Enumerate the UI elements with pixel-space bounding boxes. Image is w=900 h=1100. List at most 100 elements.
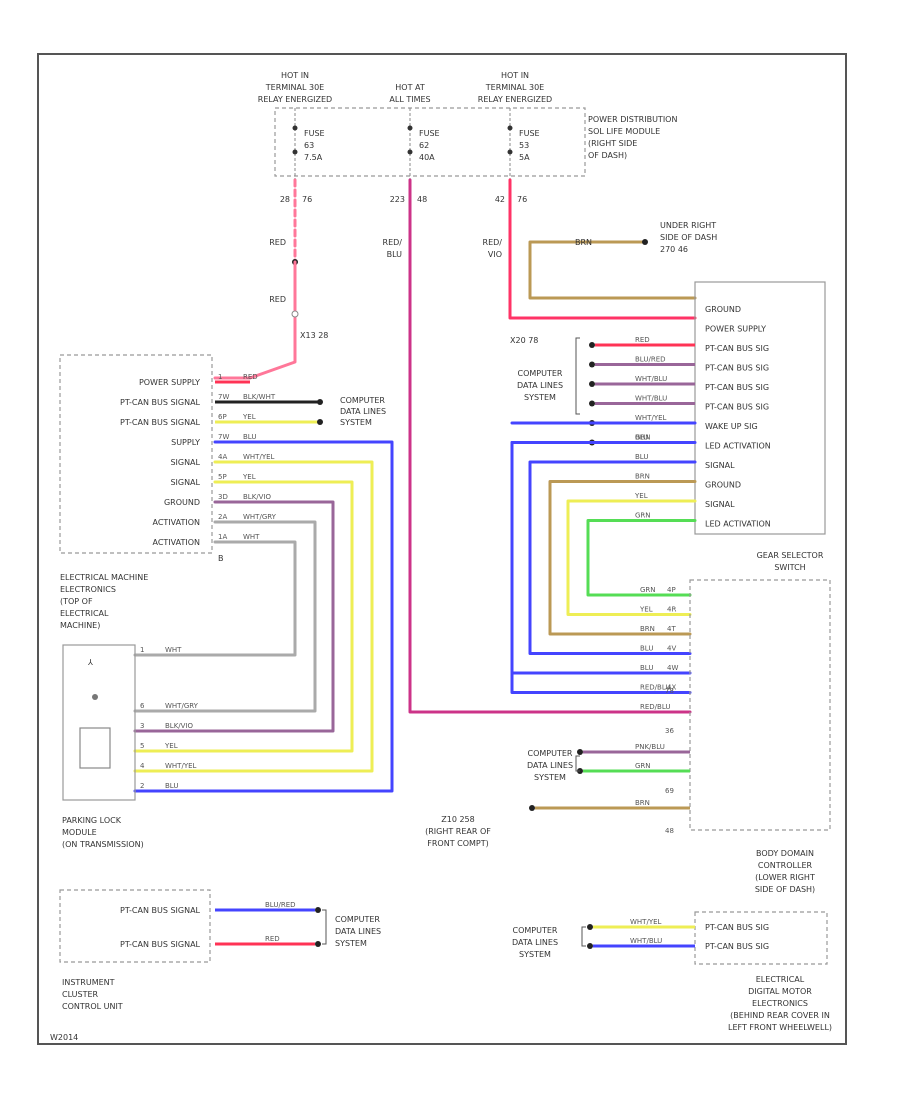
bdc-wire-label: PNK/BLU: [635, 743, 665, 751]
svg-text:(TOP OF: (TOP OF: [60, 597, 93, 606]
cdl-ic-label: COMPUTER DATA LINES SYSTEM: [335, 915, 381, 948]
label-x20: X20 78: [510, 336, 538, 345]
eme-pin-label: ACTIVATION: [152, 518, 200, 527]
svg-text:ELECTRICAL: ELECTRICAL: [756, 975, 805, 984]
gear-selector-loop-wire: [548, 480, 697, 636]
svg-text:MACHINE): MACHINE): [60, 621, 100, 630]
svg-text:(ON TRANSMISSION): (ON TRANSMISSION): [62, 840, 144, 849]
connector-dot: [589, 381, 595, 387]
svg-text:ELECTRICAL: ELECTRICAL: [60, 609, 109, 618]
svg-text:TERMINAL 30E: TERMINAL 30E: [265, 83, 324, 92]
gear-selector-pin-label: SIGNAL: [705, 500, 735, 509]
gear-selector-lower-pin: 4P: [667, 586, 676, 594]
svg-text:ELECTRONICS: ELECTRONICS: [60, 585, 116, 594]
gear-selector-lower-wire-label: BLU: [640, 664, 653, 672]
svg-text:DIGITAL MOTOR: DIGITAL MOTOR: [748, 987, 812, 996]
svg-text:HOT IN: HOT IN: [281, 71, 309, 80]
eme-pin-label: SIGNAL: [170, 458, 200, 467]
plm-pin-number: 2: [140, 782, 144, 790]
bdc-pin-number: 78: [665, 687, 674, 695]
svg-text:RELAY ENERGIZED: RELAY ENERGIZED: [478, 95, 552, 104]
gear-selector-lower-wire-label: YEL: [639, 606, 653, 614]
power-distribution-label: POWER DISTRIBUTION SOL LIFE MODULE (RIGH…: [588, 115, 677, 160]
gear-selector-loop-wire: [510, 441, 692, 694]
svg-text:DATA LINES: DATA LINES: [527, 761, 573, 770]
eme-title: ELECTRICAL MACHINE ELECTRONICS (TOP OF E…: [60, 573, 148, 630]
svg-text:DATA LINES: DATA LINES: [340, 407, 386, 416]
svg-text:HOT AT: HOT AT: [395, 83, 425, 92]
gear-selector-pin-label: PT-CAN BUS SIG: [705, 344, 769, 353]
cdl-bottom-label: COMPUTER DATA LINES SYSTEM: [527, 749, 573, 782]
bdc-wire-label: BRN: [635, 799, 650, 807]
gear-selector-lower-pin: 4X: [667, 684, 676, 692]
icu-pin-label: PT-CAN BUS SIGNAL: [120, 906, 201, 915]
diagram-frame: [37, 53, 847, 1045]
motor-symbol: [79, 727, 111, 769]
eme-pin-label: PT-CAN BUS SIGNAL: [120, 418, 201, 427]
gear-selector-lower-wire-label: BLU: [640, 645, 653, 653]
ground-label: UNDER RIGHT SIDE OF DASH 270 46: [660, 221, 717, 254]
eme-wire-label: BLU: [243, 433, 256, 441]
svg-text:40A: 40A: [419, 153, 435, 162]
eme-wire-label: WHT/GRY: [243, 513, 277, 521]
svg-text:(RIGHT REAR OF: (RIGHT REAR OF: [425, 827, 491, 836]
gear-selector-wire-label: BLU/RED: [635, 356, 666, 364]
svg-text:FUSE: FUSE: [304, 129, 325, 138]
connector-dot: [577, 749, 583, 755]
plm-pin-number: 3: [140, 722, 144, 730]
fuse-pin-c1: 42: [495, 195, 505, 204]
svg-text:COMPUTER: COMPUTER: [513, 926, 558, 935]
power-distribution-box: [274, 107, 586, 177]
emd-pin-label: PT-CAN BUS SIG: [705, 942, 769, 951]
connector-dot: [315, 907, 321, 913]
plm-pin-number: 6: [140, 702, 145, 710]
svg-text:53: 53: [519, 141, 529, 150]
source-hot-in-1: HOT IN TERMINAL 30E RELAY ENERGIZED: [258, 71, 332, 104]
fuse-pin-b2: 48: [417, 195, 427, 204]
gear-selector-wire-label: WHT/BLU: [635, 375, 667, 383]
plm-sensor-symbol: ⅄: [87, 658, 93, 667]
icu-wire-label: RED: [265, 935, 280, 943]
eme-to-plm-wire: [133, 460, 374, 773]
svg-text:PARKING LOCK: PARKING LOCK: [62, 816, 122, 825]
emd-wire-label: WHT/YEL: [630, 918, 662, 926]
fuse-53: FUSE 53 5A: [507, 108, 540, 180]
svg-text:LEFT FRONT WHEELWELL): LEFT FRONT WHEELWELL): [728, 1023, 832, 1032]
emd-bracket: [581, 926, 586, 947]
svg-text:HOT IN: HOT IN: [501, 71, 529, 80]
gear-selector-lower-pin: 4R: [667, 606, 676, 614]
plm-wire-label: BLU: [165, 782, 178, 790]
icu-wire-label: BLU/RED: [265, 901, 296, 909]
gear-selector-lower-box: [689, 579, 831, 831]
gear-selector-pin-label: WAKE UP SIG: [705, 422, 758, 431]
eme-to-plm-wire: [133, 520, 317, 713]
label-red1: RED: [269, 238, 286, 247]
connector-dot: [315, 941, 321, 947]
plm-wire-label: BLK/VIO: [165, 722, 194, 730]
bdc-wire-label: GRN: [635, 762, 651, 770]
cdl-right-label: COMPUTER DATA LINES SYSTEM: [517, 369, 563, 402]
gear-selector-wire-label: GRN: [635, 434, 651, 442]
svg-text:(LOWER RIGHT: (LOWER RIGHT: [755, 873, 815, 882]
gear-selector-loop-wire: [566, 499, 697, 616]
eme-to-plm-wire: [133, 500, 335, 733]
connector-dot: [317, 419, 323, 425]
eme-wires: RED1BLK/WHT7WYEL6PBLU7WWHT/YEL4AYEL5PBLK…: [133, 373, 394, 793]
svg-text:SIDE OF DASH: SIDE OF DASH: [660, 233, 717, 242]
wire-red-to-eme: [213, 260, 297, 380]
svg-text:FUSE: FUSE: [519, 129, 540, 138]
cdl-emd-label: COMPUTER DATA LINES SYSTEM: [512, 926, 558, 959]
fuse-pin-b1: 223: [390, 195, 405, 204]
gear-selector-lower-wire-label: BRN: [640, 625, 655, 633]
emd-title: ELECTRICAL DIGITAL MOTOR ELECTRONICS (BE…: [728, 975, 832, 1032]
bdc-pin-number: 69: [665, 787, 674, 795]
svg-text:FUSE: FUSE: [419, 129, 440, 138]
emd-wire-label: WHT/BLU: [630, 937, 662, 945]
label-red-vio-a: RED/: [483, 238, 503, 247]
svg-text:POWER DISTRIBUTION: POWER DISTRIBUTION: [588, 115, 677, 124]
ground-point: [642, 239, 648, 245]
